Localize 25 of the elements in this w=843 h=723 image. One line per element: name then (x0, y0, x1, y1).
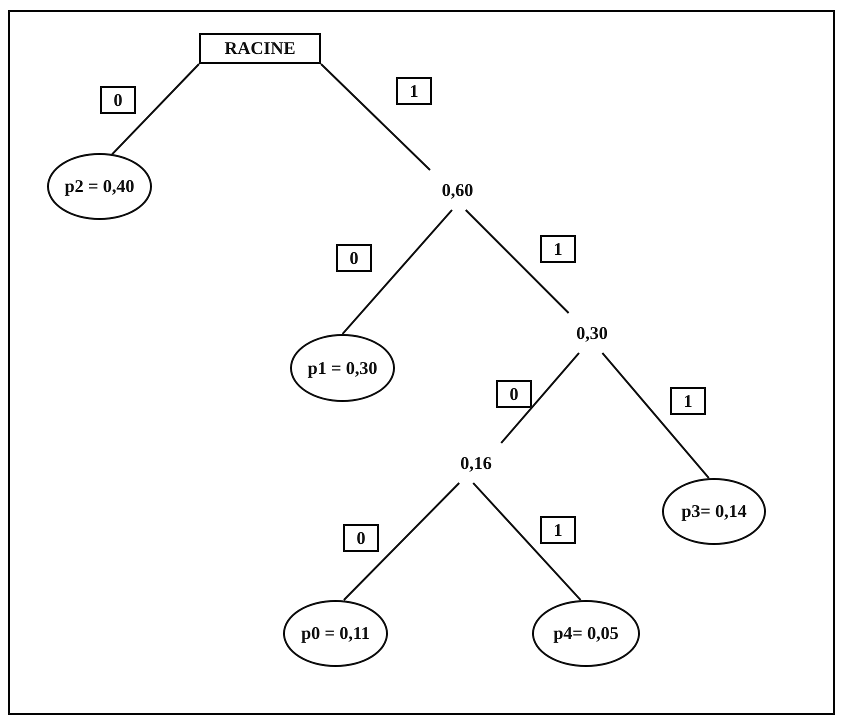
tree-branch (472, 482, 582, 601)
edge-label: 1 (540, 235, 576, 263)
leaf-ellipse: p3= 0,14 (662, 478, 766, 545)
node-value: 0,16 (460, 452, 492, 474)
leaf-ellipse: p1 = 0,30 (290, 334, 395, 402)
tree-branch (602, 352, 710, 479)
edge-label: 0 (100, 86, 136, 114)
leaf-ellipse: p0 = 0,11 (283, 600, 388, 667)
tree-branch (342, 209, 453, 335)
tree-branch (111, 63, 200, 156)
edge-label: 0 (336, 244, 372, 272)
tree-branch (320, 63, 431, 171)
leaf-ellipse: p2 = 0,40 (47, 153, 152, 220)
edge-label: 1 (396, 77, 432, 105)
root-box: RACINE (199, 33, 321, 64)
edge-label: 0 (496, 380, 532, 408)
edge-label: 0 (343, 524, 379, 552)
tree-branch (465, 209, 570, 314)
edge-label: 1 (540, 516, 576, 544)
tree-branch (343, 482, 460, 601)
node-value: 0,30 (576, 322, 608, 344)
node-value: 0,60 (442, 180, 474, 200)
tree-branch (500, 352, 580, 444)
edge-label: 1 (670, 387, 706, 415)
leaf-ellipse: p4= 0,05 (532, 600, 640, 667)
